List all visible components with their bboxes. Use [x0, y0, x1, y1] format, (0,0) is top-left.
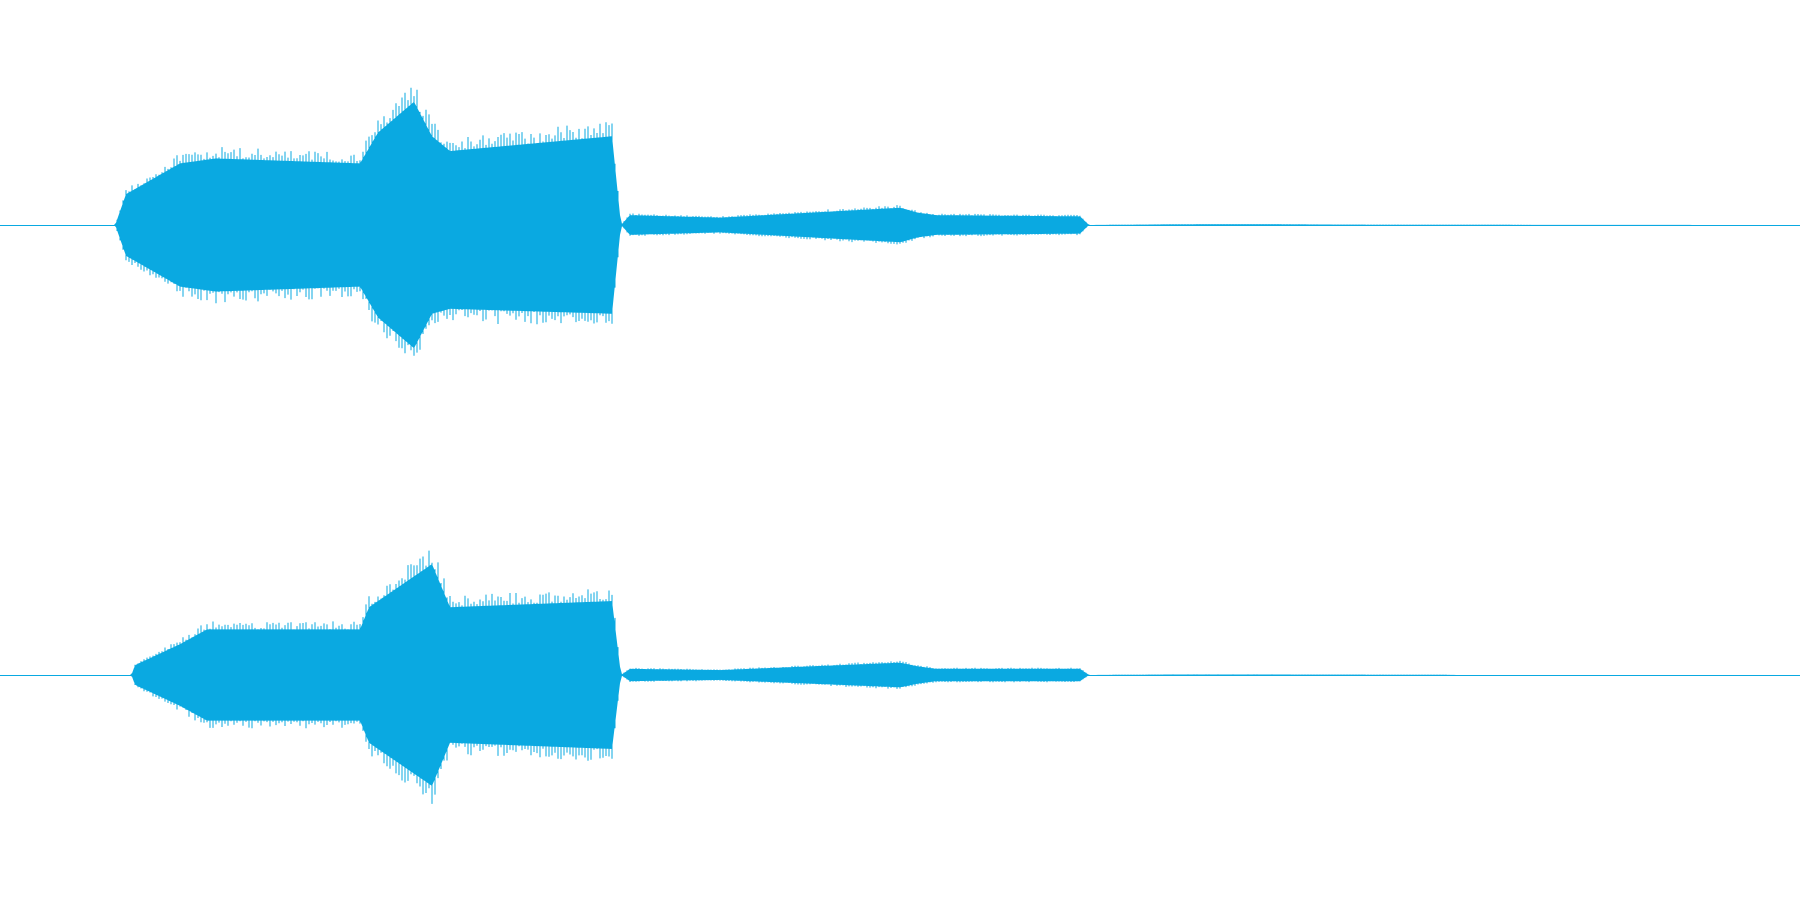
channel-1-samples [116, 87, 1531, 356]
channel-1-waveform [0, 87, 1800, 356]
channel-2-samples [131, 550, 1450, 804]
channel-2-waveform [0, 550, 1800, 804]
